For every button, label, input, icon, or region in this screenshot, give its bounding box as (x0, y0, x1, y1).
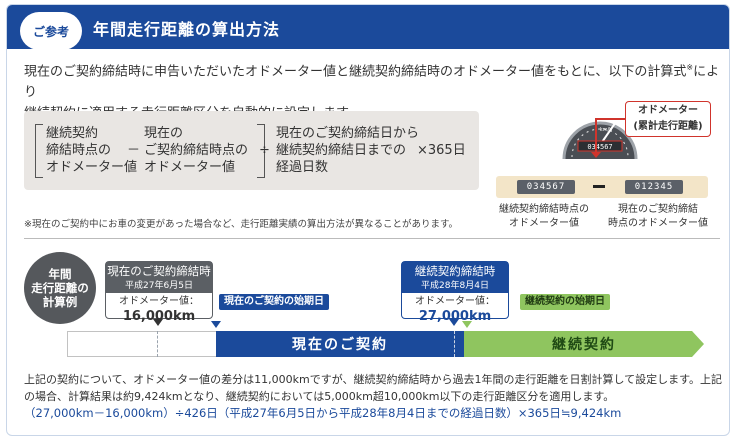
renewal-odometer-caption: 継続契約締結時点の オドメーター値 (499, 204, 589, 229)
timeline-tick-renewal (454, 331, 455, 357)
renewal-start-tag: 継続契約の始期日 (520, 294, 610, 310)
timeline-before (67, 331, 217, 357)
odometer-callout: オドメーター (累計走行距離) (625, 101, 711, 137)
timeline-current-contract: 現在のご契約 (216, 331, 464, 357)
renewal-marker-icon (449, 319, 459, 326)
current-odometer-display: 012345 (625, 180, 683, 194)
current-odometer-label: オドメーター値： (119, 296, 199, 307)
renewal-odometer-value: 27,000km (418, 309, 492, 324)
gauge-reading: 034567 (587, 143, 612, 151)
current-odometer-caption: 現在のご契約締結 時点のオドメーター値 (608, 204, 708, 229)
current-odometer-value: 16,000km (122, 309, 196, 324)
formula-multiply-365: ×365日 (417, 143, 466, 158)
timeline-renewal-contract: 継続契約 (464, 331, 704, 357)
explanation-text: 上記の契約について、オドメーター値の差分は11,000kmですが、継続契約締結時… (24, 373, 723, 403)
gauge-unit: km/h (600, 127, 613, 133)
current-contract-box: 現在のご契約締結時 平成27年6月5日 オドメーター値： 16,000km (105, 261, 213, 324)
current-contract-date: 平成27年6月5日 (106, 281, 212, 293)
section-divider (24, 238, 720, 239)
section-header: ご参考 年間走行距離の算出方法 (7, 5, 729, 50)
callout-arrow-line (595, 118, 597, 154)
footnote: ※現在のご契約中にお車の変更があった場合など、走行距離実績の算出方法が異なること… (24, 219, 459, 230)
renewal-start-marker-icon (462, 321, 472, 328)
speedometer-icon: 034567 km/h (562, 118, 638, 160)
current-start-marker-icon (211, 321, 221, 328)
current-contract-title: 現在のご契約締結時 (106, 262, 212, 281)
reference-badge: ご参考 (20, 12, 82, 50)
formula-minus: － (127, 143, 141, 158)
odometer-minus (593, 185, 605, 188)
renewal-contract-box: 継続契約締結時 平成28年8月4日 オドメーター値： 27,000km (401, 261, 509, 324)
callout-arrow-head-icon (591, 152, 601, 158)
formula-box: 継続契約 締結時点の オドメーター値 － 現在の ご契約締結時点の オドメーター… (24, 111, 479, 190)
example-label-circle: 年間 走行距離の 計算例 (24, 252, 96, 324)
intro-line1-end: により (24, 64, 720, 101)
section-title: 年間走行距離の算出方法 (93, 20, 281, 39)
note-mark: ※ (686, 63, 694, 72)
timeline-tick-current (157, 331, 158, 357)
formula-bracket-right (257, 124, 265, 178)
intro-line1: 現在のご契約締結時に申告いただいたオドメーター値と継続契約締結時のオドメーター値… (24, 64, 687, 80)
formula-bracket-left (35, 124, 43, 178)
formula-term-elapsed-days: 現在のご契約締結日から 継続契約締結日までの 経過日数 (276, 126, 420, 175)
callout-connector (595, 118, 625, 120)
current-marker-icon (153, 319, 163, 326)
formula-term-current-odometer: 現在の ご契約締結時点の オドメーター値 (144, 126, 249, 175)
info-panel-frame (6, 4, 730, 436)
renewal-contract-title: 継続契約締結時 (402, 262, 508, 281)
formula-divide: ÷ (259, 143, 270, 158)
renewal-odometer-label: オドメーター値： (415, 296, 495, 307)
formula-term-renewal-odometer: 継続契約 締結時点の オドメーター値 (46, 126, 138, 175)
current-start-tag: 現在のご契約の始期日 (219, 294, 329, 310)
explanation-formula: （27,000km－16,000km）÷426日（平成27年6月5日から平成28… (24, 406, 622, 420)
renewal-odometer-display: 034567 (517, 180, 575, 194)
renewal-contract-date: 平成28年8月4日 (402, 281, 508, 293)
